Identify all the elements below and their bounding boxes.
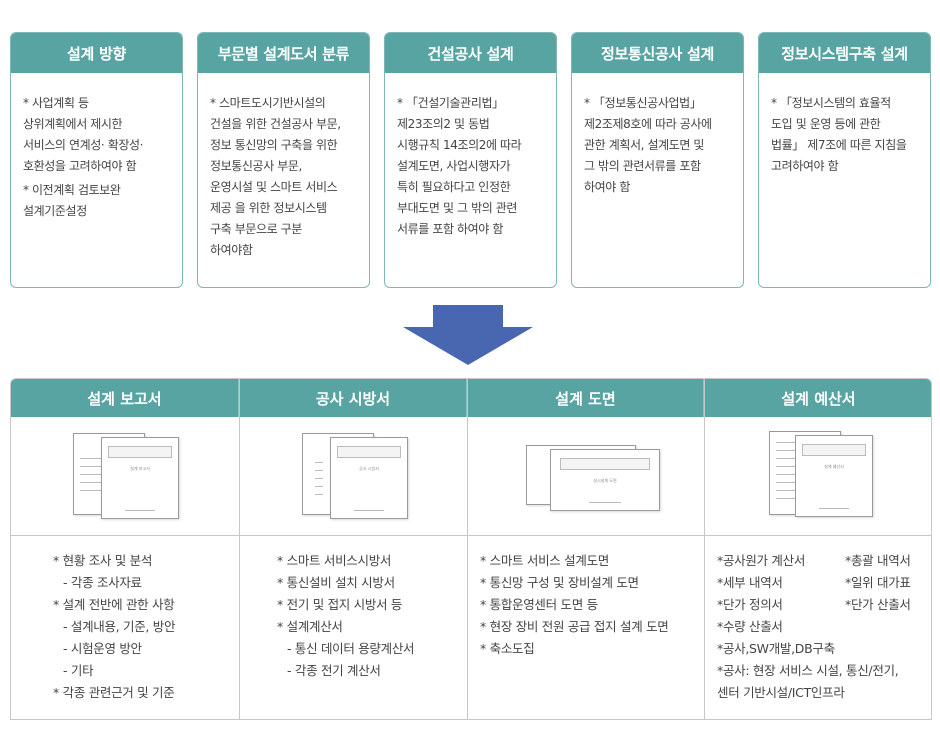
- document-thumbnail: 설계 보고서: [11, 417, 239, 536]
- list-item: * 스마트 서비스 설계도면: [480, 553, 609, 568]
- list-item: - 통신 데이터 용량계산서: [287, 641, 415, 656]
- box-line: 설계도면, 사업시행자가: [397, 159, 511, 173]
- list-item: - 기타: [63, 663, 94, 678]
- list-item: *총괄 내역서: [845, 553, 911, 568]
- list-item: *공사: 현장 서비스 시설, 통신/전기,: [717, 663, 899, 678]
- list-item: *단가 정의서: [717, 597, 783, 612]
- box-section-classification: 부문별 설계도서 분류 * 스마트도시기반시설의 건설을 위한 건설공사 부문,…: [197, 32, 370, 288]
- list-item: - 각종 전기 계산서: [287, 663, 381, 678]
- document-thumbnail: 실시설계 도면: [468, 417, 704, 536]
- list-item: - 각종 조사자료: [63, 575, 142, 590]
- document-title: 실시설계 도면: [593, 478, 617, 483]
- box-line: 고려하여야 함: [771, 159, 839, 173]
- column-design-drawings: 설계 도면 실시설계 도면 * 스마트 서비스 설계도면 * 통신망 구성 및 …: [468, 379, 705, 719]
- column-construction-spec: 공사 시방서 공사 시방서 * 스마트 서비스시방서 * 통신설비 설치 시방서…: [240, 379, 468, 719]
- document-title: 설계 보고서: [130, 466, 150, 471]
- column-design-report: 설계 보고서 설계 보고서 * 현황 조사 및 분석 - 각종 조사자료 * 설…: [11, 379, 240, 719]
- box-line: 설계기준설정: [23, 204, 87, 218]
- list-item: *세부 내역서: [717, 575, 783, 590]
- list-item: * 현황 조사 및 분석: [53, 553, 153, 568]
- list-item: 센터 기반시설/ICT인프라: [717, 685, 845, 700]
- design-deliverables-table: 설계 보고서 설계 보고서 * 현황 조사 및 분석 - 각종 조사자료 * 설…: [10, 378, 932, 720]
- list-item: * 설계 전반에 관한 사항: [53, 597, 175, 612]
- column-design-budget: 설계 예산서 설계 예산서 *공사원가 계산서: [705, 379, 931, 719]
- box-line: 제공 을 위한 정보시스템: [210, 201, 327, 215]
- box-title: 정보시스템구축 설계: [759, 33, 930, 73]
- box-title: 건설공사 설계: [385, 33, 556, 73]
- list-item: * 현장 장비 전원 공급 접지 설계 도면: [480, 619, 669, 634]
- box-line: 상위계획에서 제시한: [23, 117, 123, 131]
- document-title: 공사 시방서: [359, 466, 379, 471]
- box-line: 그 밖의 관련서류를 포함: [584, 159, 701, 173]
- column-title: 설계 예산서: [705, 379, 931, 417]
- list-item: * 설계계산서: [277, 619, 343, 634]
- document-title: 설계 예산서: [824, 464, 844, 469]
- box-line: 시행규칙 14조의2에 따라: [397, 138, 522, 152]
- box-title: 부문별 설계도서 분류: [198, 33, 369, 73]
- box-line: 운영시설 및 스마트 서비스: [210, 180, 338, 194]
- box-line: * 「정보시스템의 효율적: [771, 96, 891, 110]
- box-infosystem-design: 정보시스템구축 설계 * 「정보시스템의 효율적 도입 및 운영 등에 관한 법…: [758, 32, 931, 288]
- box-line: 건설을 위한 건설공사 부문,: [210, 117, 341, 131]
- list-item: *공사,SW개발,DB구축: [717, 641, 835, 656]
- list-item: * 각종 관련근거 및 기준: [53, 685, 175, 700]
- column-title: 설계 보고서: [11, 379, 239, 417]
- box-line: 제2조제8호에 따라 공사에: [584, 117, 712, 131]
- box-title: 설계 방향: [11, 33, 182, 73]
- list-item: * 축소도집: [480, 641, 535, 656]
- box-design-direction: 설계 방향 * 사업계획 등 상위계획에서 제시한 서비스의 연계성· 확장성·…: [10, 32, 183, 288]
- down-arrow-icon: [403, 305, 533, 365]
- list-item: *수량 산출서: [717, 619, 783, 634]
- list-item: - 시험운영 방안: [63, 641, 142, 656]
- list-item: - 설계내용, 기준, 방안: [63, 619, 176, 634]
- box-line: 하여야함: [210, 243, 253, 257]
- box-line: * 「정보통신공사업법」: [584, 96, 702, 110]
- box-line: * 사업계획 등: [23, 96, 89, 110]
- box-line: 서류를 포함 하여야 함: [397, 222, 504, 236]
- box-line: 법률」 제7조에 따른 지침을: [771, 138, 907, 152]
- box-line: 관한 계획서, 설계도면 및: [584, 138, 705, 152]
- list-item: *공사원가 계산서: [717, 553, 806, 568]
- document-thumbnail: 설계 예산서: [705, 417, 931, 536]
- list-item: * 전기 및 접지 시방서 등: [277, 597, 403, 612]
- list-item: * 통합운영센터 도면 등: [480, 597, 598, 612]
- box-line: 서비스의 연계성· 확장성·: [23, 138, 144, 152]
- box-line: * 스마트도시기반시설의: [210, 96, 326, 110]
- list-item: * 스마트 서비스시방서: [277, 553, 392, 568]
- box-title: 정보통신공사 설계: [572, 33, 743, 73]
- box-construction-design: 건설공사 설계 * 「건설기술관리법」 제23조의2 및 동법 시행규칙 14조…: [384, 32, 557, 288]
- box-line: 정보 통신망의 구축을 위한: [210, 138, 338, 152]
- box-line: 특히 필요하다고 인정한: [397, 180, 511, 194]
- box-line: 하여야 함: [584, 180, 630, 194]
- list-item: *일위 대가표: [845, 575, 911, 590]
- box-line: * 이전계획 검토보완: [23, 183, 121, 197]
- box-line: 호환성을 고려하여야 함: [23, 159, 137, 173]
- list-item: * 통신망 구성 및 장비설계 도면: [480, 575, 639, 590]
- box-line: * 「건설기술관리법」: [397, 96, 504, 110]
- box-telecom-design: 정보통신공사 설계 * 「정보통신공사업법」 제2조제8호에 따라 공사에 관한…: [571, 32, 744, 288]
- box-line: 제23조의2 및 동법: [397, 117, 490, 131]
- list-item: *단가 산출서: [845, 597, 911, 612]
- column-title: 설계 도면: [468, 379, 704, 417]
- document-thumbnail: 공사 시방서: [240, 417, 467, 536]
- box-line: 도입 및 운영 등에 관한: [771, 117, 881, 131]
- column-title: 공사 시방서: [240, 379, 467, 417]
- list-item: * 통신설비 설치 시방서: [277, 575, 395, 590]
- box-line: 부대도면 및 그 밖의 관련: [397, 201, 518, 215]
- box-line: 구축 부문으로 구분: [210, 222, 302, 236]
- box-line: 정보통신공사 부문,: [210, 159, 302, 173]
